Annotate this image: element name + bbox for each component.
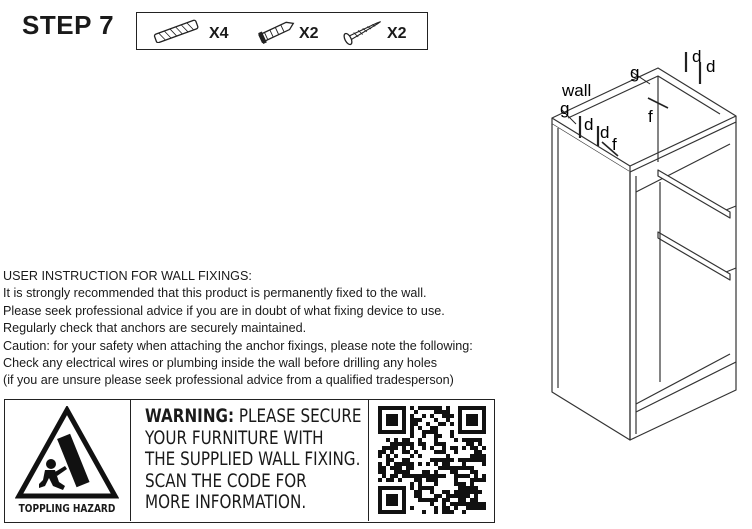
instruction-line: Please seek professional advice if you a… xyxy=(3,303,445,318)
wall-label: wall xyxy=(561,81,591,100)
hazard-label: TOPPLING HAZARD xyxy=(18,502,116,515)
warning-line-3: THE SUPPLIED WALL FIXING. xyxy=(145,449,361,470)
step-title: STEP 7 xyxy=(22,10,115,40)
warning-line-5: MORE INFORMATION. xyxy=(145,492,307,513)
toppling-hazard-icon xyxy=(15,406,119,499)
label-f-front: f xyxy=(612,135,617,154)
cabinet-diagram: wall g g d d d d f f xyxy=(551,47,737,441)
warning-message: WARNING: PLEASE SECURE YOUR FURNITURE WI… xyxy=(145,406,362,514)
wall-plug-count: X2 xyxy=(299,25,319,42)
qr-code-icon[interactable] xyxy=(378,406,486,514)
wall-plug-icon xyxy=(258,21,295,45)
wall-fixing-instructions: USER INSTRUCTION FOR WALL FIXINGS: It is… xyxy=(3,268,543,390)
label-g-front: g xyxy=(560,99,569,118)
warning-line-4: SCAN THE CODE FOR xyxy=(145,470,307,492)
screw-icon xyxy=(343,21,381,46)
dowel-icon xyxy=(153,19,199,43)
qr-code-cell[interactable] xyxy=(368,400,493,521)
label-d-front-2: d xyxy=(600,123,609,142)
dowel-count: X4 xyxy=(209,25,229,42)
label-d-rear-1: d xyxy=(692,47,701,66)
label-d-front-1: d xyxy=(584,115,593,134)
warning-line-2: YOUR FURNITURE WITH xyxy=(145,427,324,449)
instructions-heading: USER INSTRUCTION FOR WALL FIXINGS: xyxy=(3,269,252,283)
label-f-rear: f xyxy=(648,107,653,126)
instruction-line: Check any electrical wires or plumbing i… xyxy=(3,356,437,371)
parts-list: X4 X2 X2 xyxy=(136,12,428,50)
label-g-rear: g xyxy=(630,63,639,82)
instruction-line: Caution: for your safety when attaching … xyxy=(3,338,473,353)
toppling-hazard-cell: TOPPLING HAZARD xyxy=(5,400,131,521)
label-d-rear-2: d xyxy=(706,57,715,76)
warning-panel: TOPPLING HAZARD WARNING: PLEASE SECURE Y… xyxy=(4,399,495,523)
instruction-line: Regularly check that anchors are securel… xyxy=(3,321,307,336)
instruction-line: It is strongly recommended that this pro… xyxy=(3,286,427,301)
warning-lead: WARNING: xyxy=(145,406,235,427)
warning-line-1: PLEASE SECURE xyxy=(238,406,362,427)
screw-count: X2 xyxy=(387,25,407,42)
instruction-line: (if you are unsure please seek professio… xyxy=(3,373,454,388)
